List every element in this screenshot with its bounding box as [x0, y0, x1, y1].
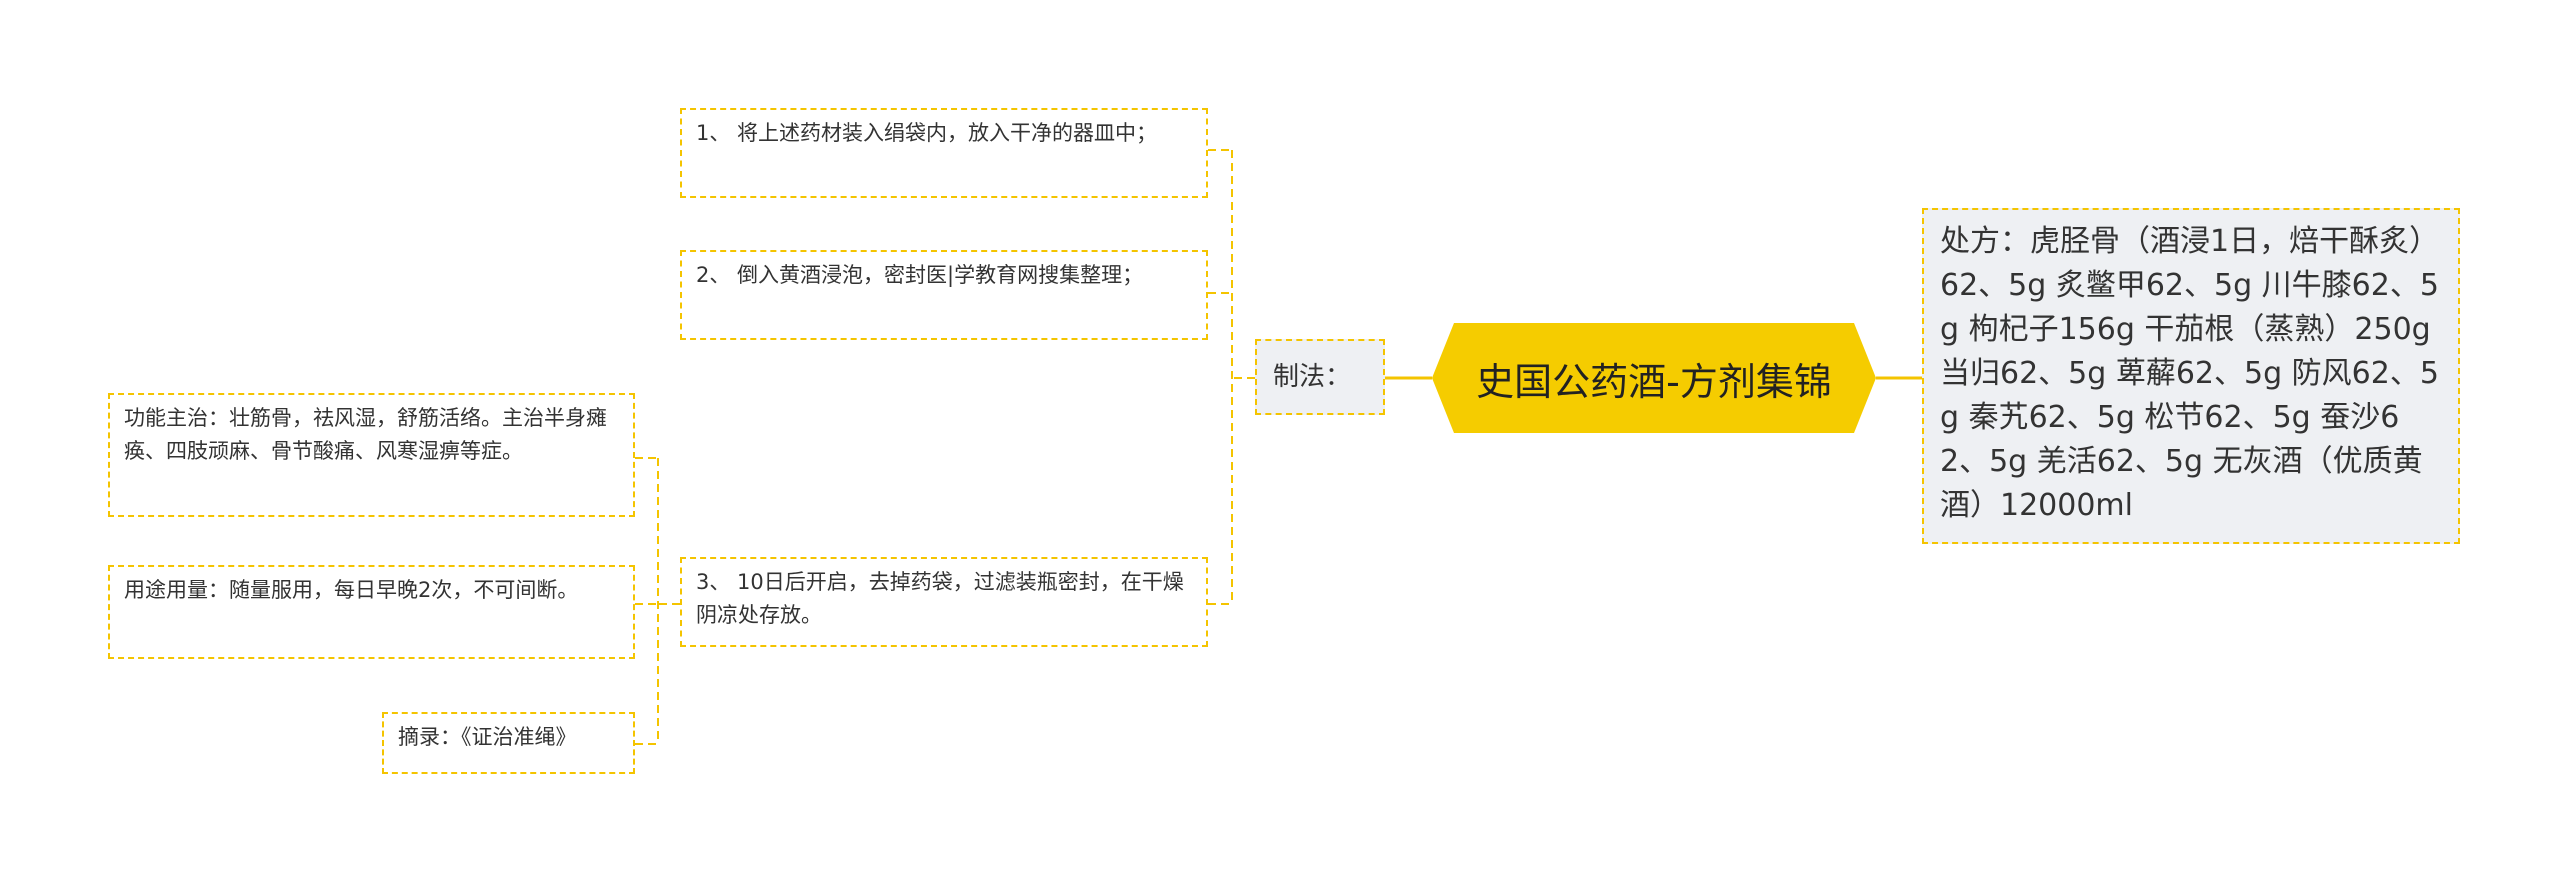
central-topic-label: 史国公药酒-方剂集锦 — [1476, 359, 1832, 404]
source-node[interactable]: 摘录：《证治准绳》 — [382, 712, 635, 774]
step-1-text: 1、 将上述药材装入绢袋内，放入干净的器皿中； — [696, 121, 1158, 145]
function-text: 功能主治：壮筋骨，祛风湿，舒筋活络。主治半身瘫痪、四肢顽麻、骨节酸痛、风寒湿痹等… — [124, 406, 607, 463]
method-label: 制法： — [1273, 362, 1352, 392]
link-step3-children — [635, 457, 680, 745]
prescription-text: 处方：虎胫骨（酒浸1日，焙干酥炙）62、5g 炙鳖甲62、5g 川牛膝62、5g… — [1940, 224, 2440, 523]
central-hexagon-shape — [1432, 323, 1876, 433]
prescription-node[interactable]: 处方：虎胫骨（酒浸1日，焙干酥炙）62、5g 炙鳖甲62、5g 川牛膝62、5g… — [1922, 208, 2460, 544]
function-node[interactable]: 功能主治：壮筋骨，祛风湿，舒筋活络。主治半身瘫痪、四肢顽麻、骨节酸痛、风寒湿痹等… — [108, 393, 635, 517]
usage-text: 用途用量：随量服用，每日早晚2次，不可间断。 — [124, 578, 579, 602]
link-method-steps — [1208, 149, 1255, 605]
central-topic[interactable]: 史国公药酒-方剂集锦 — [1432, 323, 1876, 433]
method-node[interactable]: 制法： — [1255, 339, 1385, 415]
source-text: 摘录：《证治准绳》 — [398, 725, 577, 749]
step-node-1[interactable]: 1、 将上述药材装入绢袋内，放入干净的器皿中； — [680, 108, 1208, 198]
usage-node[interactable]: 用途用量：随量服用，每日早晚2次，不可间断。 — [108, 565, 635, 659]
step-node-3[interactable]: 3、 10日后开启，去掉药袋，过滤装瓶密封，在干燥阴凉处存放。 — [680, 557, 1208, 647]
step-2-text: 2、 倒入黄酒浸泡，密封医|学教育网搜集整理； — [696, 263, 1144, 287]
step-node-2[interactable]: 2、 倒入黄酒浸泡，密封医|学教育网搜集整理； — [680, 250, 1208, 340]
step-3-text: 3、 10日后开启，去掉药袋，过滤装瓶密封，在干燥阴凉处存放。 — [696, 570, 1184, 627]
